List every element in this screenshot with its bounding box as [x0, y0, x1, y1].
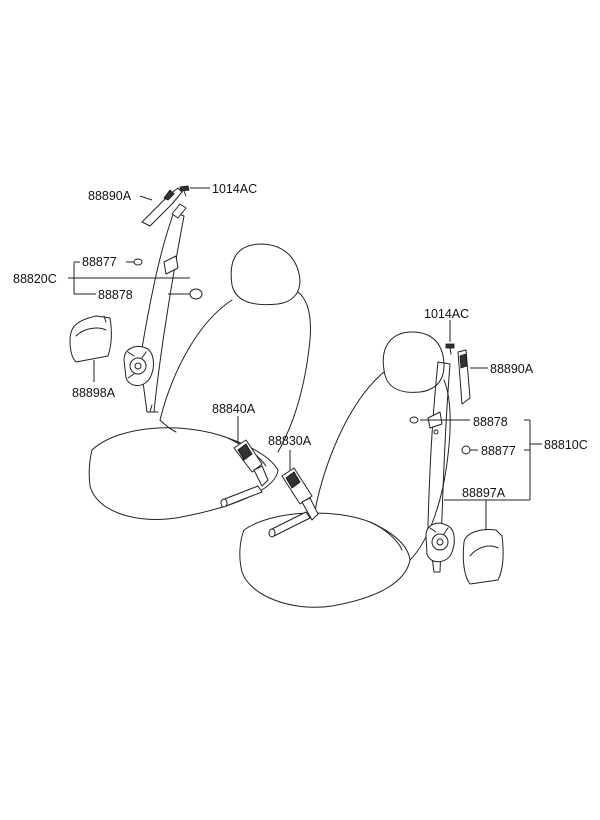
label-rear-bolt: 1014AC: [424, 307, 469, 321]
label-rear-small-bush: 88877: [481, 444, 516, 458]
label-front-upper-anchor: 88890A: [88, 189, 132, 203]
left-belt-guide: [163, 255, 179, 275]
label-rear-assembly: 88810C: [544, 438, 588, 452]
label-front-buckle: 88840A: [212, 402, 256, 416]
right-belt-webbing: [427, 361, 451, 573]
right-washer-icon: [409, 416, 419, 424]
right-bolt-icon: [445, 343, 455, 355]
right-upper-anchor: [457, 349, 471, 405]
right-seat-back: [313, 371, 451, 561]
left-bolt-icon: [179, 185, 190, 197]
left-cover: [69, 315, 112, 363]
right-seat-cushion: [239, 512, 411, 608]
left-seat-cushion: [88, 427, 279, 520]
left-seat: [88, 243, 311, 520]
right-small-bush-icon: [461, 445, 471, 455]
left-washer-icon: [189, 288, 203, 300]
right-cover: [462, 523, 504, 585]
label-rear-washer: 88878: [473, 415, 508, 429]
label-rear-cover: 88897A: [462, 486, 506, 500]
label-rear-buckle: 88830A: [268, 434, 312, 448]
right-retractor: [425, 522, 455, 563]
label-front-cover: 88898A: [72, 386, 116, 400]
part-labels: 88890A 1014AC 88877 88820C 88878 88898A …: [13, 182, 588, 500]
label-front-small-bush: 88877: [82, 255, 117, 269]
left-retractor: [123, 346, 154, 386]
left-buckle: [220, 439, 269, 508]
right-headrest: [382, 331, 445, 393]
left-small-bush-icon: [133, 258, 143, 266]
right-seat: [239, 331, 451, 608]
label-rear-upper-anchor: 88890A: [490, 362, 534, 376]
right-buckle: [268, 467, 319, 538]
label-front-washer: 88878: [98, 288, 133, 302]
label-front-bolt: 1014AC: [212, 182, 257, 196]
label-front-assembly: 88820C: [13, 272, 57, 286]
left-upper-anchor: [141, 187, 187, 227]
leader-lines: [68, 187, 542, 524]
left-headrest: [230, 243, 301, 306]
